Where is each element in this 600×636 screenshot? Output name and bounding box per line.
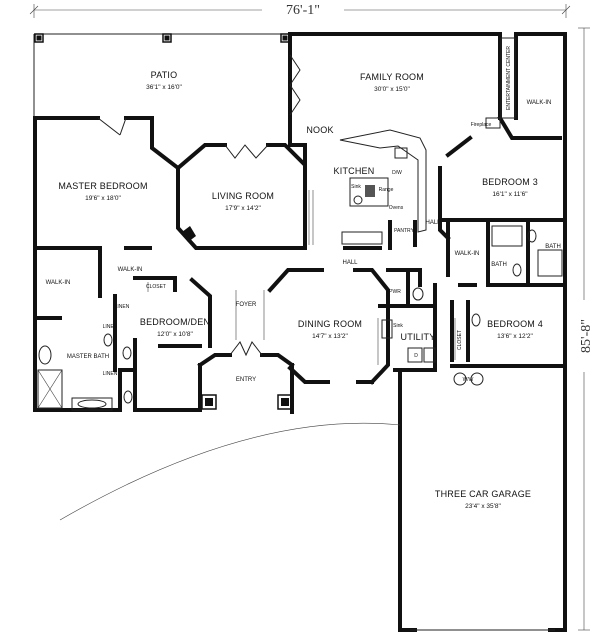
family-room-size: 30'0" x 15'0": [374, 86, 410, 93]
garage-label: THREE CAR GARAGE: [435, 489, 531, 499]
bedroom4-label: BEDROOM 4: [487, 319, 543, 329]
bedroom3-label: BEDROOM 3: [482, 177, 538, 187]
dryer-label: D: [414, 353, 418, 359]
linen1-label: LINEN: [115, 304, 130, 310]
living-room-size: 17'9" x 14'2": [225, 205, 261, 212]
overall-depth-label: 85'-8": [579, 319, 594, 353]
pwr-label: PWR: [389, 289, 401, 295]
walkin-master-label: WALK-IN: [46, 280, 71, 286]
patio-size: 36'1" x 16'0": [146, 84, 182, 91]
bedroom3-size: 16'1" x 11'6": [492, 191, 528, 198]
entertainment-label: ENTERTAINMENT CENTER: [506, 46, 512, 110]
walkin-hall-label: WALK-IN: [118, 267, 143, 273]
garage-size: 23'4" x 35'8": [465, 503, 501, 510]
living-room-label: LIVING ROOM: [212, 191, 274, 201]
width-dimension: 76'-1": [29, 2, 571, 18]
dining-room-size: 14'7" x 13'2": [312, 333, 348, 340]
linen2-label: LINEN: [103, 324, 118, 330]
master-bedroom-size: 19'6" x 18'0": [85, 195, 121, 202]
depth-dimension: 85'-8": [576, 27, 594, 631]
entry-label: ENTRY: [236, 377, 256, 383]
dw-label: D/W: [392, 170, 402, 176]
dining-room-label: DINING ROOM: [298, 319, 362, 329]
foyer-label: FOYER: [236, 302, 257, 308]
patio-label: PATIO: [151, 70, 178, 80]
overall-width-label: 76'-1": [286, 3, 320, 18]
family-room-label: FAMILY ROOM: [360, 72, 424, 82]
small-labels: WALK-IN WALK-IN WALK-IN WALK-IN HALL HAL…: [46, 46, 561, 383]
fireplace-label: Fireplace: [471, 122, 492, 128]
ww-label: W/W: [463, 377, 474, 383]
patio: [33, 33, 290, 118]
fixtures: [37, 37, 563, 521]
master-bath-label: MASTER BATH: [67, 354, 109, 360]
room-labels: PATIO 36'1" x 16'0" FAMILY ROOM 30'0" x …: [58, 70, 543, 510]
pantry-label: PANTRY: [394, 228, 414, 234]
walkin-b3-label: WALK-IN: [455, 251, 480, 257]
bath-right-label: BATH: [545, 244, 561, 250]
closet-b4-label: CLOSET: [457, 330, 463, 350]
utility-label: UTILITY: [401, 332, 436, 342]
hall-center-label: HALL: [342, 260, 358, 266]
bath-mid-label: BATH: [491, 262, 507, 268]
nook-label: NOOK: [306, 125, 333, 135]
bedroom4-size: 13'6" x 12'2": [497, 333, 533, 340]
bedroom-den-label: BEDROOM/DEN: [140, 317, 210, 327]
bedroom-den-size: 12'0" x 10'8": [157, 331, 193, 338]
utility-sink-label: Sink: [393, 323, 403, 329]
linen3-label: LINEN: [103, 371, 118, 377]
ovens-label: Ovens: [389, 205, 404, 211]
walkin-ne-label: WALK-IN: [527, 100, 552, 106]
range-label: Range: [379, 187, 394, 193]
hall-right-label: HALL: [425, 220, 441, 226]
closet-den-label: CLOSET: [146, 284, 166, 290]
master-bedroom-label: MASTER BEDROOM: [58, 181, 147, 191]
sink-label: Sink: [351, 184, 361, 190]
kitchen-label: KITCHEN: [334, 166, 375, 176]
